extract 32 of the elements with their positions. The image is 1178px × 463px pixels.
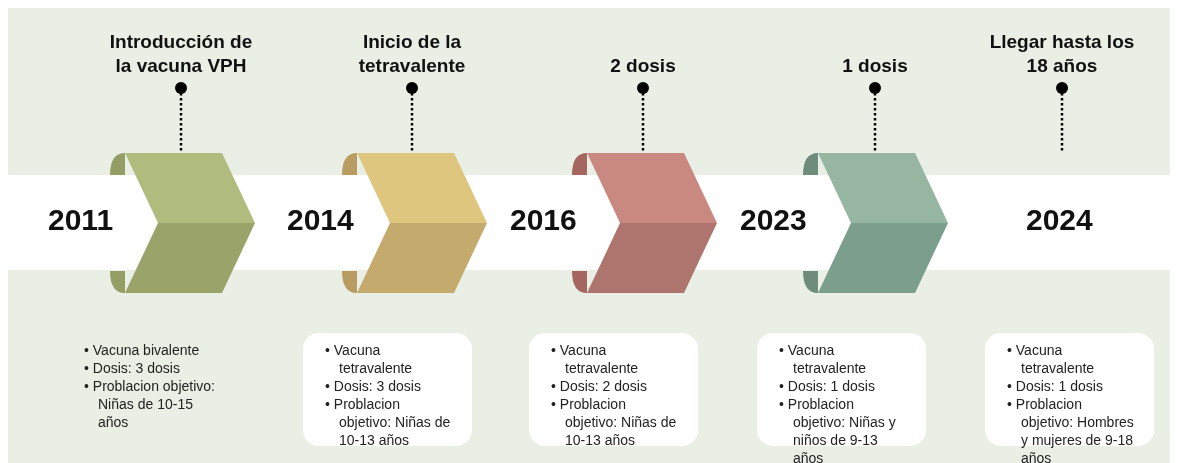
leader-line xyxy=(1056,82,1068,153)
year-label: 2016 xyxy=(510,203,577,237)
info-card xyxy=(529,333,698,446)
leader-line xyxy=(869,82,881,153)
year-label: 2023 xyxy=(740,203,807,237)
milestone-heading: Llegar hasta los 18 años xyxy=(977,30,1147,84)
info-card xyxy=(303,333,472,446)
milestone-heading: 2 dosis xyxy=(558,54,728,84)
bullet-item: • Vacuna tetravalente xyxy=(779,341,868,377)
bullet-item: • Problacion objetivo: Niñas de 10-13 años xyxy=(551,395,678,449)
bullet-item: • Vacuna tetravalente xyxy=(325,341,414,377)
year-label: 2024 xyxy=(1026,203,1093,237)
bullet-item: • Dosis: 1 dosis xyxy=(1007,377,1104,395)
bullet-item: • Problacion objetivo: Hombres y mujeres de 9-18 años xyxy=(1007,395,1135,463)
milestone-heading: Inicio de la tetravalente xyxy=(327,30,497,84)
bullet-item: • Problacion objetivo: Niñas y niños de 9-13 años xyxy=(779,395,897,463)
bullet-item: • Dosis: 3 dosis xyxy=(84,359,181,377)
bullet-item: • Dosis: 1 dosis xyxy=(779,377,876,395)
leader-line xyxy=(637,82,649,153)
bullet-item: • Vacuna tetravalente xyxy=(551,341,640,377)
bullet-item: • Problacion objetivo: Niñas de 10-15 años xyxy=(84,377,216,431)
milestone-heading: 1 dosis xyxy=(790,54,960,84)
bullet-item: • Problacion objetivo: Niñas de 10-13 años xyxy=(325,395,452,449)
leader-line xyxy=(175,82,187,153)
bullet-item: • Vacuna tetravalente xyxy=(1007,341,1096,377)
bullet-item: • Vacuna bivalente xyxy=(84,341,201,359)
bullet-item: • Dosis: 3 dosis xyxy=(325,377,422,395)
milestone-heading: Introducción de la vacuna VPH xyxy=(101,30,261,84)
bullet-item: • Dosis: 2 dosis xyxy=(551,377,648,395)
year-label: 2011 xyxy=(48,203,114,237)
year-label: 2014 xyxy=(287,203,354,237)
leader-line xyxy=(406,82,418,153)
